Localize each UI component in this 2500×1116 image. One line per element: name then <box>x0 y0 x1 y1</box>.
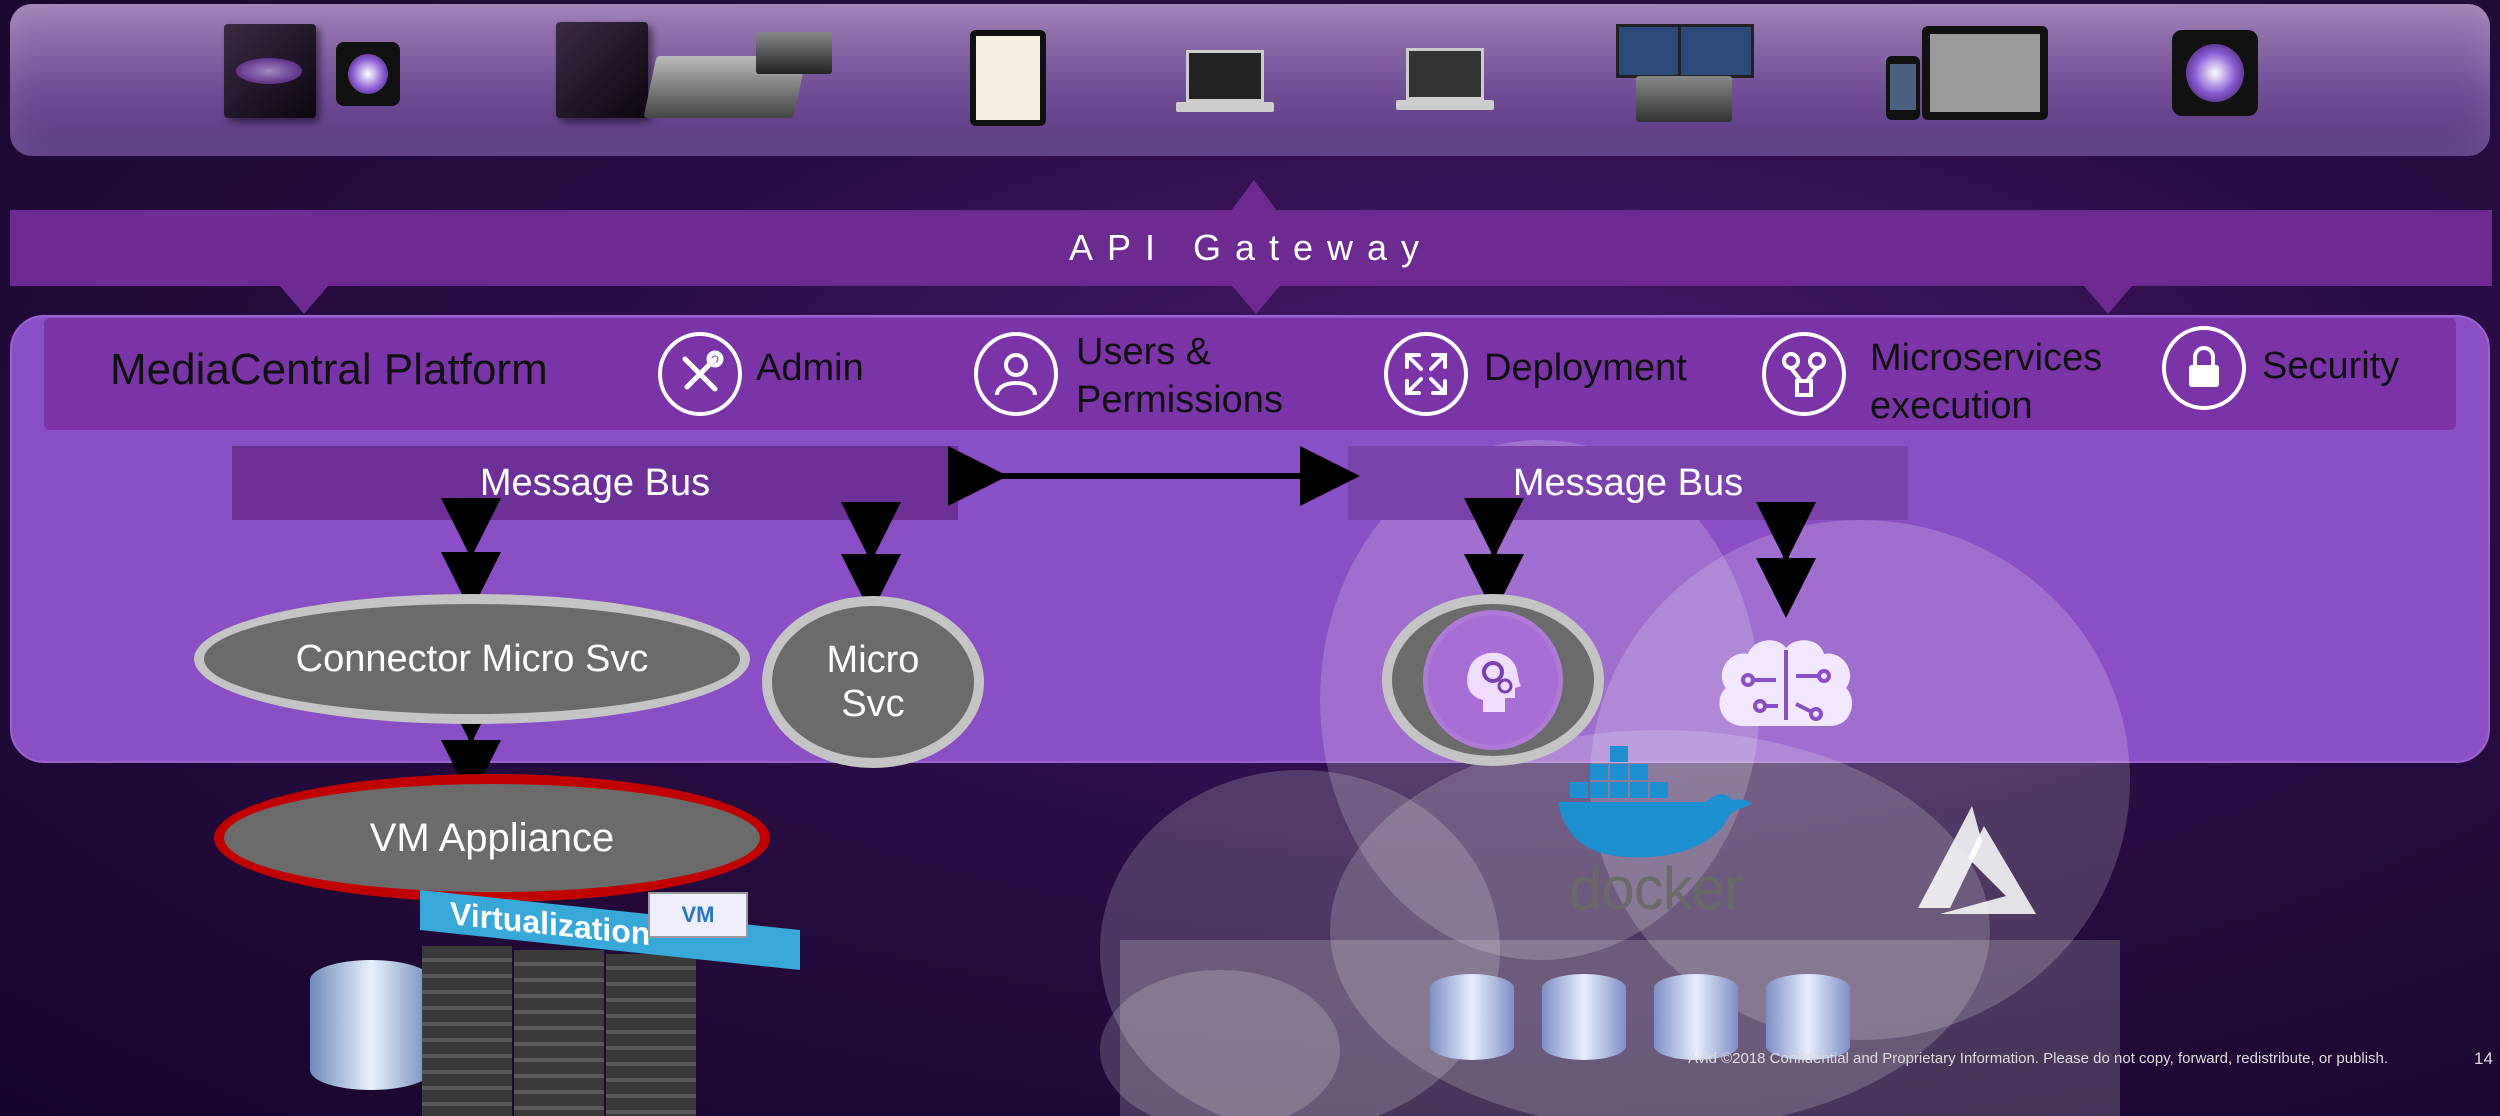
gateway-down-notch <box>2084 286 2132 314</box>
docker-whale-icon <box>1558 746 1752 858</box>
gateway-down-notch <box>1232 286 1280 314</box>
virtualization-label: Virtualization <box>450 894 651 952</box>
platform-title: MediaCentral Platform <box>110 345 548 394</box>
virtualization-stack: Virtualization VM <box>310 882 800 1116</box>
server-rack-icon <box>422 946 512 1116</box>
docker-logo: docker <box>1556 744 1756 924</box>
feature-microservices-line2: execution <box>1870 385 2033 427</box>
server-rack-icon <box>606 954 696 1116</box>
database-icon <box>1654 974 1738 1060</box>
message-bus-right: Message Bus <box>1348 446 1908 520</box>
api-gateway-bar: API Gateway <box>10 210 2492 286</box>
feature-users-line1: Users & <box>1076 331 1212 373</box>
database-icon <box>1766 974 1850 1060</box>
tablet-icon <box>1922 26 2048 120</box>
micro-svc-line2: Svc <box>841 683 905 725</box>
tablet-score-icon <box>970 30 1046 126</box>
server-rack-icon <box>514 950 604 1116</box>
page-number: 14 <box>2474 1049 2493 1068</box>
gateway-down-notch <box>280 286 328 314</box>
lock-icon <box>2162 326 2246 410</box>
gateway-top-notch <box>1230 180 1278 212</box>
docker-wordmark: docker <box>1568 855 1744 922</box>
vm-appliance-label: VM Appliance <box>369 815 615 860</box>
feature-deployment-label: Deployment <box>1484 347 1687 389</box>
smartphone-icon <box>1886 56 1920 120</box>
brain-circuit-icon <box>1719 640 1853 726</box>
platform-header <box>44 318 2456 430</box>
client-devices-bar <box>10 4 2490 156</box>
globe-app-icon <box>336 42 400 106</box>
message-bus-left: Message Bus <box>232 446 958 520</box>
api-gateway-label: API Gateway <box>1068 227 1434 268</box>
footer-confidentiality: Avid ©2018 Confidential and Proprietary … <box>1688 1050 2389 1067</box>
database-icon <box>1430 974 1514 1060</box>
feature-security-label: Security <box>2262 345 2400 387</box>
ai-service-node <box>1382 594 1604 766</box>
tools-icon <box>658 332 742 416</box>
laptop-icon <box>1396 48 1494 114</box>
vm-appliance-node: VM Appliance <box>214 774 770 902</box>
ai-head-icon <box>1423 610 1563 750</box>
connector-label: Connector Micro Svc <box>295 637 649 680</box>
media-composer-box-icon <box>224 24 316 118</box>
workflow-icon <box>1762 332 1846 416</box>
feature-users-label: Users & Permissions <box>1076 328 1283 424</box>
audio-interface-icon <box>756 32 832 74</box>
cloud-databases <box>1430 974 1850 1064</box>
micro-svc-line1: Micro <box>826 639 920 681</box>
azure-logo-icon <box>1918 806 2036 914</box>
pro-tools-box-icon <box>556 22 648 118</box>
feature-microservices-label: Microservices execution <box>1870 334 2102 430</box>
vm-box-label: VM <box>681 902 715 927</box>
expand-arrows-icon <box>1384 332 1468 416</box>
feature-microservices-line1: Microservices <box>1870 337 2103 379</box>
feature-users-line2: Permissions <box>1076 379 1283 421</box>
micro-svc-node: Micro Svc <box>762 596 984 768</box>
feature-admin-label: Admin <box>756 347 864 389</box>
laptop-icon <box>1176 50 1274 116</box>
workstation-monitors-icon <box>1616 24 1754 124</box>
media-app-icon <box>2172 30 2258 116</box>
connector-micro-svc-node: Connector Micro Svc <box>194 594 750 724</box>
user-icon <box>974 332 1058 416</box>
vm-box-icon: VM <box>648 892 748 938</box>
database-icon <box>1542 974 1626 1060</box>
database-icon <box>310 960 432 1090</box>
